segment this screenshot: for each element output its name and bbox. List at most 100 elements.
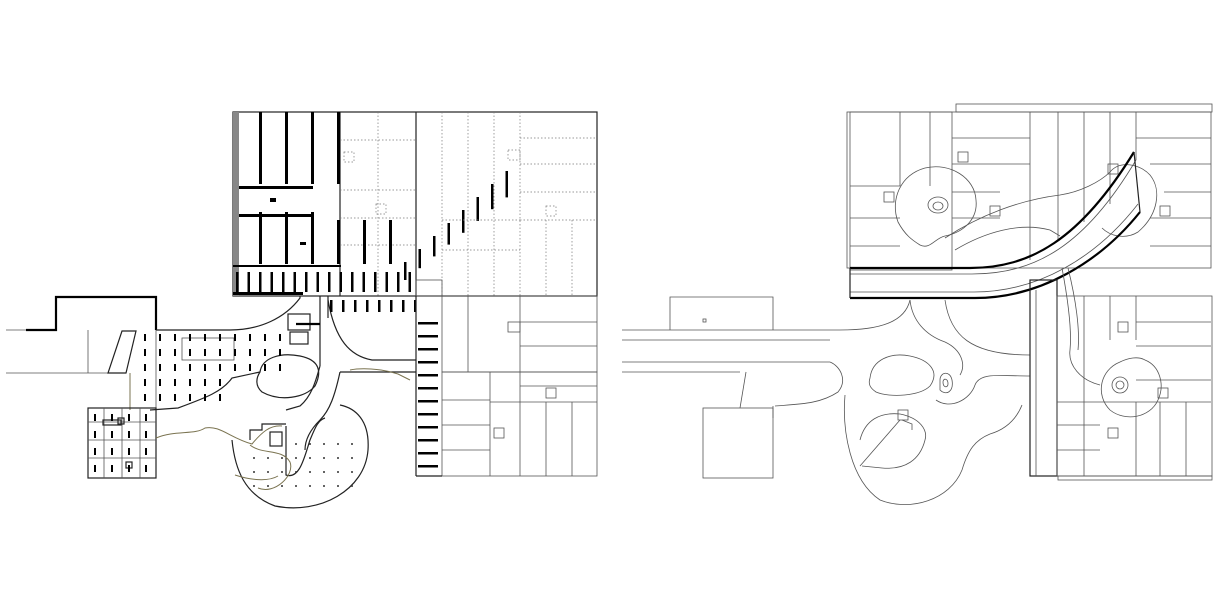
hatch-mark [128, 414, 130, 421]
garden-dot [253, 457, 255, 459]
right-entrance-building [669, 296, 911, 479]
hatch-mark [189, 349, 191, 356]
hatch-mark [354, 300, 357, 312]
hatch-mark [234, 364, 236, 371]
hatch-mark [174, 379, 176, 386]
hatch-mark [264, 349, 266, 356]
garden-dot [351, 457, 353, 459]
right-landscape [844, 299, 1031, 505]
garden-dot [323, 443, 325, 445]
hatch-mark [204, 394, 206, 401]
hatch-mark [159, 364, 161, 371]
left-east-bars [418, 322, 438, 468]
hatch-mark [111, 431, 113, 438]
garden-dot [309, 471, 311, 473]
hatch-mark [144, 394, 146, 401]
left-plaza [129, 296, 301, 411]
garden-dot [351, 443, 353, 445]
hatch-mark [159, 349, 161, 356]
hatch-mark [362, 272, 365, 292]
hatch-mark [279, 334, 281, 341]
garden-dot [351, 485, 353, 487]
hatch-mark [293, 272, 296, 292]
hatch-mark [94, 414, 96, 421]
hatch-mark [247, 272, 250, 292]
hatch-mark [145, 465, 147, 472]
hatch-mark [462, 210, 465, 233]
hatch-mark [385, 272, 388, 292]
hatch-mark [204, 379, 206, 386]
hatch-mark [279, 349, 281, 356]
hatch-mark [219, 364, 221, 371]
garden-dot [281, 471, 283, 473]
hatch-mark [418, 387, 438, 390]
hatch-mark [351, 272, 354, 292]
hatch-mark [390, 300, 393, 312]
garden-dot [295, 471, 297, 473]
right-approach-road [622, 318, 830, 373]
hatch-mark [402, 300, 405, 312]
left-parking-stalls [233, 112, 392, 295]
hatch-mark [418, 400, 438, 403]
hatch-mark [418, 452, 438, 455]
hatch-mark [174, 394, 176, 401]
right-north-block [846, 103, 1213, 271]
hatch-mark [219, 379, 221, 386]
garden-dot [309, 485, 311, 487]
hatch-mark [144, 364, 146, 371]
hatch-mark [418, 322, 438, 325]
hatch-mark [144, 349, 146, 356]
hatch-mark [219, 394, 221, 401]
hatch-mark [447, 223, 450, 245]
left-site-plan [6, 111, 598, 509]
hatch-mark [418, 374, 438, 377]
garden-dot [337, 443, 339, 445]
hatch-mark [259, 272, 262, 292]
right-site-plan [622, 103, 1213, 505]
hatch-mark [476, 197, 479, 221]
hatch-mark [145, 414, 147, 421]
hatch-mark [249, 364, 251, 371]
left-ramp-bars [404, 171, 508, 280]
hatch-mark [279, 364, 281, 371]
garden-dot [295, 485, 297, 487]
garden-dot [253, 485, 255, 487]
hatch-mark [491, 184, 494, 210]
hatch-mark [204, 349, 206, 356]
left-approach-road [6, 329, 110, 374]
garden-dot [267, 471, 269, 473]
hatch-mark [342, 300, 345, 312]
left-entrance-building [26, 295, 158, 374]
garden-dot [337, 485, 339, 487]
hatch-mark [204, 364, 206, 371]
hatch-mark [505, 171, 508, 198]
hatch-mark [189, 334, 191, 341]
hatch-mark [249, 349, 251, 356]
garden-dot [323, 485, 325, 487]
hatch-mark [378, 300, 381, 312]
hatch-mark [144, 379, 146, 386]
hatch-mark [249, 334, 251, 341]
right-east-lots [1029, 267, 1213, 481]
garden-dot [253, 471, 255, 473]
hatch-mark [128, 431, 130, 438]
hatch-mark [128, 465, 130, 472]
hatch-mark [94, 431, 96, 438]
hatch-mark [339, 272, 342, 292]
hatch-mark [418, 426, 438, 429]
hatch-mark [174, 349, 176, 356]
hatch-mark [418, 361, 438, 364]
hatch-mark [219, 349, 221, 356]
hatch-mark [418, 348, 438, 351]
hatch-mark [404, 262, 407, 280]
hatch-mark [282, 272, 285, 292]
garden-dot [281, 485, 283, 487]
hatch-mark [234, 349, 236, 356]
garden-dot [351, 471, 353, 473]
hatch-mark [111, 414, 113, 421]
hatch-mark [189, 379, 191, 386]
hatch-mark [159, 379, 161, 386]
hatch-mark [145, 448, 147, 455]
hatch-mark [418, 465, 438, 468]
hatch-mark [111, 465, 113, 472]
